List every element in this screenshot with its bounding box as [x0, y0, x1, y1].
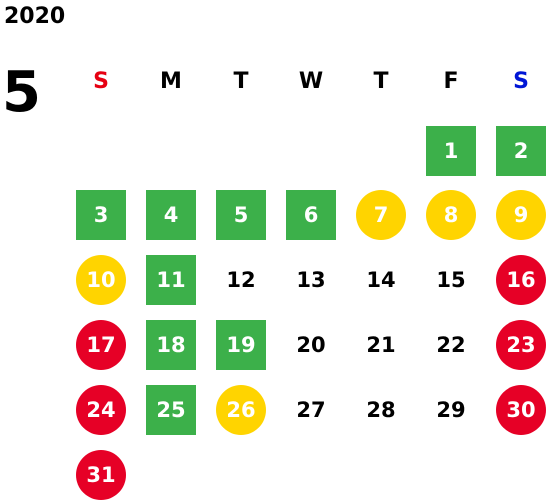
day-cell-9[interactable]: 9	[496, 190, 546, 240]
day-cell-15[interactable]: 15	[436, 268, 466, 292]
day-cell-7[interactable]: 7	[356, 190, 406, 240]
weekday-header-thu: T	[373, 68, 389, 94]
day-cell-11[interactable]: 11	[146, 255, 196, 305]
day-cell-3[interactable]: 3	[76, 190, 126, 240]
day-cell-6[interactable]: 6	[286, 190, 336, 240]
day-cell-21[interactable]: 21	[366, 333, 396, 357]
day-cell-24[interactable]: 24	[76, 385, 126, 435]
weekday-header-fri: F	[443, 68, 459, 94]
day-cell-26[interactable]: 26	[216, 385, 266, 435]
day-cell-12[interactable]: 12	[226, 268, 256, 292]
day-cell-27[interactable]: 27	[296, 398, 326, 422]
day-cell-8[interactable]: 8	[426, 190, 476, 240]
weekday-header-wed: W	[298, 68, 324, 94]
day-cell-19[interactable]: 19	[216, 320, 266, 370]
day-cell-30[interactable]: 30	[496, 385, 546, 435]
day-cell-20[interactable]: 20	[296, 333, 326, 357]
day-cell-23[interactable]: 23	[496, 320, 546, 370]
weekday-header-tue: T	[233, 68, 249, 94]
day-cell-4[interactable]: 4	[146, 190, 196, 240]
day-cell-28[interactable]: 28	[366, 398, 396, 422]
month-label: 5	[2, 60, 41, 125]
day-cell-31[interactable]: 31	[76, 450, 126, 500]
year-label: 2020	[4, 4, 66, 29]
day-cell-10[interactable]: 10	[76, 255, 126, 305]
day-cell-17[interactable]: 17	[76, 320, 126, 370]
day-cell-25[interactable]: 25	[146, 385, 196, 435]
day-cell-14[interactable]: 14	[366, 268, 396, 292]
day-cell-13[interactable]: 13	[296, 268, 326, 292]
day-cell-16[interactable]: 16	[496, 255, 546, 305]
day-cell-2[interactable]: 2	[496, 126, 546, 176]
day-cell-5[interactable]: 5	[216, 190, 266, 240]
day-cell-1[interactable]: 1	[426, 126, 476, 176]
weekday-header-sun: S	[93, 68, 109, 94]
weekday-header-mon: M	[160, 68, 182, 94]
day-cell-22[interactable]: 22	[436, 333, 466, 357]
day-cell-18[interactable]: 18	[146, 320, 196, 370]
day-cell-29[interactable]: 29	[436, 398, 466, 422]
weekday-header-sat: S	[513, 68, 529, 94]
